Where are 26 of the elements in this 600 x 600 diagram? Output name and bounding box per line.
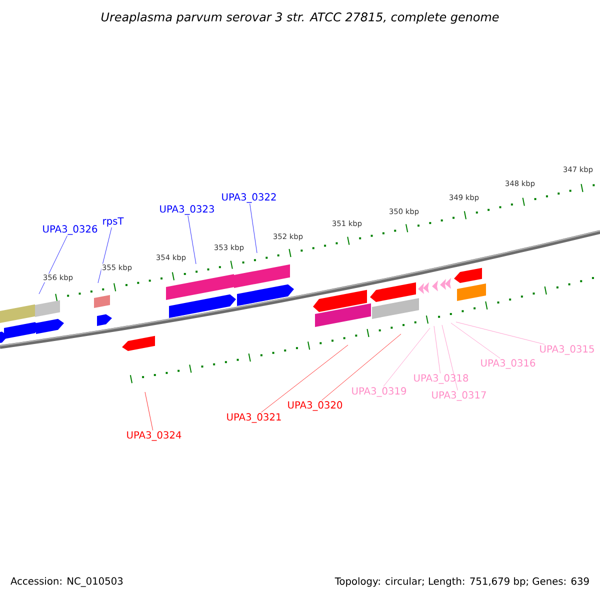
gene-label: UPA3_0315: [540, 345, 594, 355]
gene-label: UPA3_0316: [481, 359, 536, 369]
gene-label: UPA3_0322: [222, 193, 276, 203]
gene-label: rpsT: [103, 217, 124, 227]
leader-line: [144, 392, 154, 431]
leader-line: [383, 328, 430, 387]
footer-text: Accession: NC_010503: [10, 577, 123, 587]
gene-label: UPA3_0323: [160, 205, 214, 215]
leader-line: [250, 203, 258, 254]
gene-label: UPA3_0326: [43, 225, 98, 235]
gene-label: UPA3_0321: [227, 413, 281, 423]
leader-line: [456, 322, 545, 345]
leader-line: [188, 215, 196, 264]
leader-line: [322, 334, 402, 401]
gene-label: UPA3_0319: [352, 387, 406, 397]
leader-line: [261, 344, 348, 413]
gene-label: UPA3_0318: [414, 374, 468, 384]
leader-line: [434, 326, 440, 374]
leader-line: [450, 322, 500, 359]
gene-label: UPA3_0324: [127, 431, 182, 441]
leader-line: [98, 227, 112, 284]
gene-label: UPA3_0320: [288, 401, 342, 411]
gene-label: UPA3_0317: [432, 391, 486, 401]
footer-text: Topology: circular; Length: 751,679 bp; Genes: 639: [334, 577, 589, 587]
title: Ureaplasma parvum serovar 3 str. ATCC 27815, complete genome: [101, 12, 499, 24]
leader-line: [442, 324, 458, 391]
